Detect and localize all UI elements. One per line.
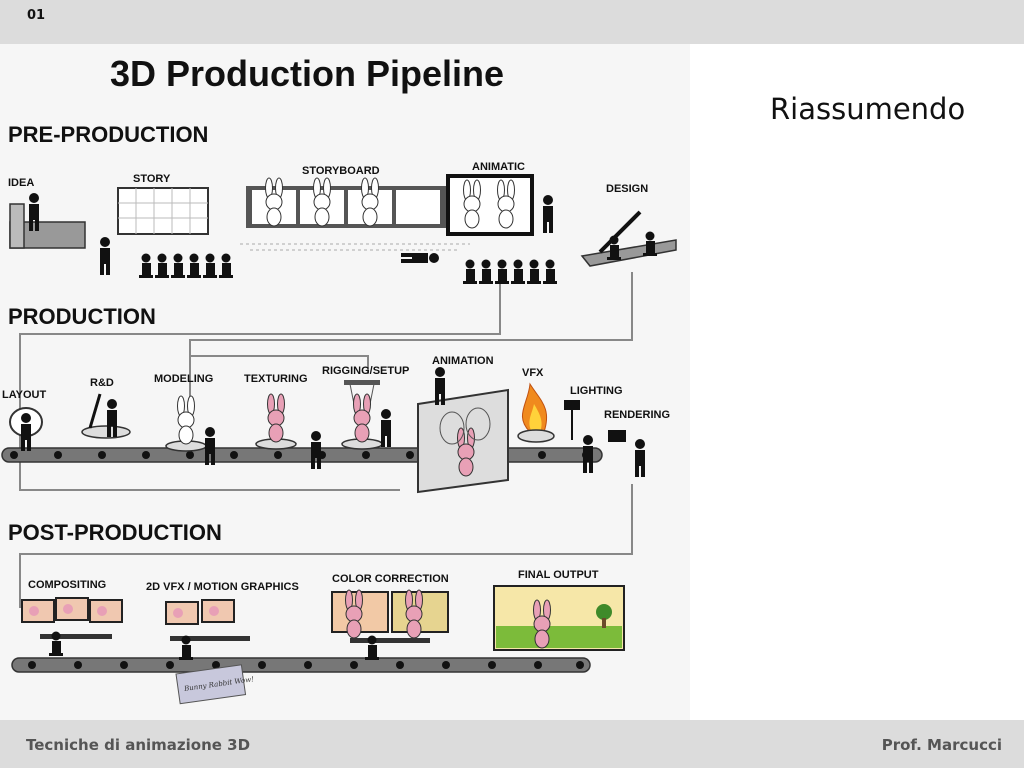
slide-number: 01 [27,8,46,23]
stage-story-label: STORY [133,173,171,185]
stage-rigging-label: RIGGING/SETUP [322,365,409,377]
rendering-illustration [608,430,645,477]
compositing-illustration [21,597,123,656]
section-post-production: POST-PRODUCTION [8,520,222,545]
vfx2d-illustration: Bunny Rabbit Wow! [165,599,255,705]
stage-final-output-label: FINAL OUTPUT [518,569,599,581]
footer-bar [0,720,1024,768]
pipeline-diagram: 3D Production Pipeline PRE-PRODUCTION ID… [0,44,690,720]
side-title: Riassumendo [770,92,966,126]
rigging-illustration [341,380,391,450]
stage-rendering-label: RENDERING [604,409,670,421]
stage-modeling-label: MODELING [154,373,213,385]
stage-compositing-label: COMPOSITING [28,579,106,591]
footer-author: Prof. Marcucci [881,736,1002,754]
storyboard-strip-illustration [240,177,470,263]
modeling-illustration [165,395,215,465]
footer-course: Tecniche di animazione 3D [26,736,251,754]
section-pre-production: PRE-PRODUCTION [8,122,208,147]
story-board-illustration [100,187,233,278]
production-conveyor [1,447,603,463]
texturing-illustration [255,393,321,469]
color-correction-illustration [331,589,449,660]
stage-lighting-label: LIGHTING [570,385,623,397]
idea-bed-illustration [9,193,86,249]
post-production-conveyor [11,657,591,673]
stage-2d-vfx-label: 2D VFX / MOTION GRAPHICS [146,581,299,593]
diagram-title: 3D Production Pipeline [110,53,504,94]
animatic-screen-illustration [446,174,557,284]
stage-vfx-label: VFX [522,367,544,379]
stage-animation-label: ANIMATION [432,355,494,367]
animation-panel-illustration [417,367,509,494]
header-bar: 01 [0,0,1024,44]
flow-connectors [19,272,633,608]
layout-illustration [9,407,43,451]
stage-color-correction-label: COLOR CORRECTION [332,573,449,585]
stage-rnd-label: R&D [90,377,114,389]
lighting-illustration [564,400,593,473]
final-output-illustration [493,585,625,651]
section-production: PRODUCTION [8,304,156,329]
vfx-illustration [517,382,555,443]
stage-texturing-label: TEXTURING [244,373,308,385]
stage-layout-label: LAYOUT [2,389,46,401]
stage-design-label: DESIGN [606,183,648,195]
stage-storyboard-label: STORYBOARD [302,165,380,177]
stage-animatic-label: ANIMATIC [472,161,525,173]
rnd-illustration [81,393,131,439]
design-desk-illustration [580,210,677,267]
stage-idea-label: IDEA [8,177,34,189]
